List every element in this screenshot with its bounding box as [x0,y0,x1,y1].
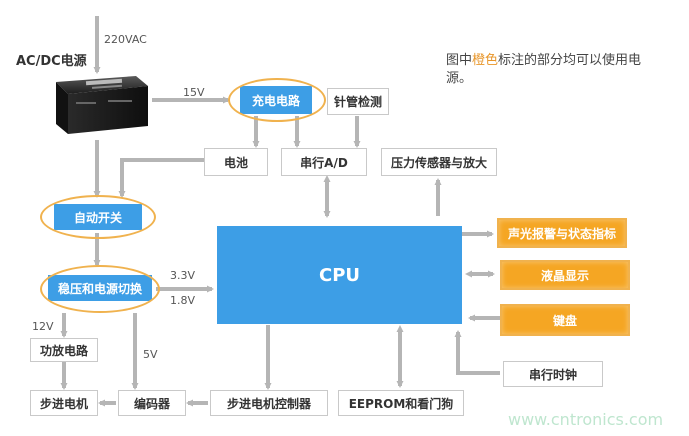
wire-rtc-cpu [454,330,500,375]
alarm-status-block[interactable]: 声光报警与状态指标 [497,218,627,248]
battery-block[interactable]: 电池 [204,148,268,176]
note-highlight: 橙色 [472,53,499,68]
rtc-block[interactable]: 串行时钟 [503,361,603,387]
pressure-sensor-block[interactable]: 压力传感器与放大 [381,148,497,176]
legend-note: 图中橙色标注的部分均可以使用电源。 [446,52,661,88]
auto-switch-highlight-ellipse [40,195,156,239]
regulator-highlight-ellipse [40,265,160,313]
keyboard-block[interactable]: 键盘 [500,304,630,336]
stepper-controller-block[interactable]: 步进电机控制器 [210,390,328,416]
note-post: 标注的部分均可以使用电源。 [446,53,642,86]
watermark: www.cntronics.com [508,410,664,429]
v18-label: 1.8V [170,294,196,307]
eeprom-watchdog-block[interactable]: EEPROM和看门狗 [338,390,464,416]
wire-battery-autoswitch [118,158,204,198]
v15-label: 15V [183,86,205,99]
v12-label: 12V [32,320,54,333]
charging-highlight-ellipse [228,78,326,122]
acdc-module-image [46,72,152,140]
note-pre: 图中 [446,53,473,68]
lcd-display-block[interactable]: 液晶显示 [500,260,630,290]
vac-label: 220VAC [104,33,147,46]
encoder-block[interactable]: 编码器 [118,390,186,416]
amp-circuit-block[interactable]: 功放电路 [30,338,98,362]
cpu-block[interactable]: CPU [217,226,462,324]
stepper-motor-block[interactable]: 步进电机 [30,390,98,416]
v5-label: 5V [143,348,158,361]
acdc-label: AC/DC电源 [16,54,87,69]
serial-ad-block[interactable]: 串行A/D [281,148,367,176]
needle-detect-block[interactable]: 针管检测 [327,88,389,115]
v33-label: 3.3V [170,269,196,282]
